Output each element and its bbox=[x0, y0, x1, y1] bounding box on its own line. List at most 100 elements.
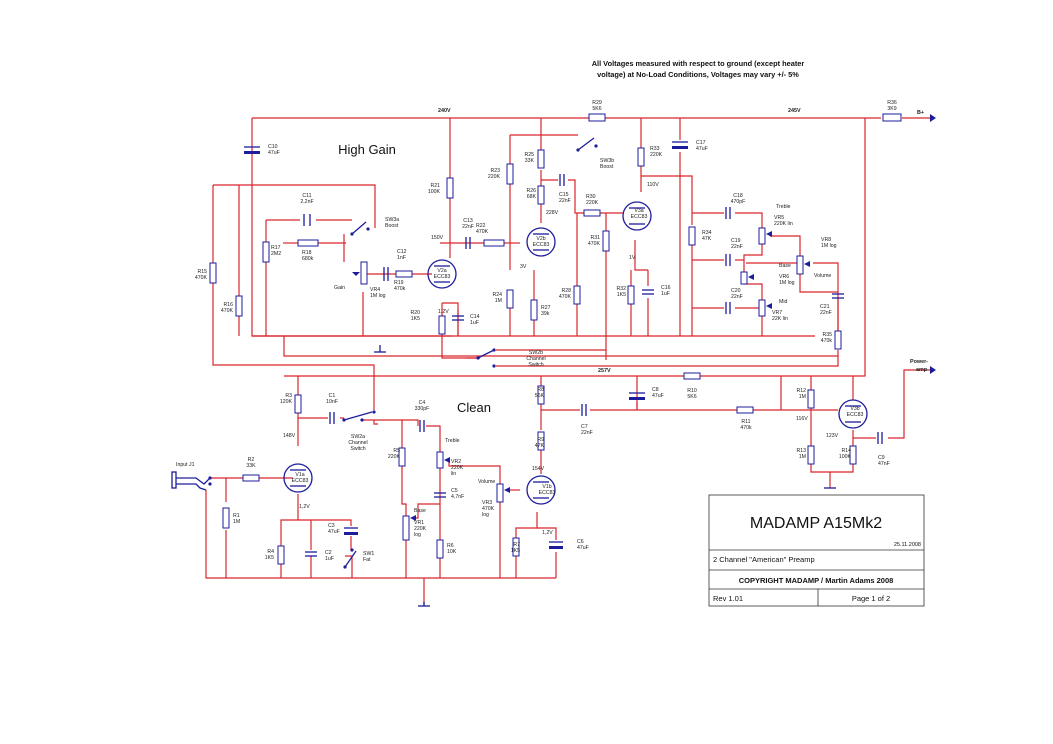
voltage-note-line1: All Voltages measured with respect to gr… bbox=[592, 59, 805, 68]
potentiometers bbox=[352, 227, 810, 541]
voltage-reading-5: 110V bbox=[647, 182, 659, 188]
voltage-reading-9: 154V bbox=[532, 466, 545, 472]
power-amp-label: Power-amp bbox=[910, 359, 928, 373]
voltage-reading-6: 1V bbox=[629, 255, 636, 261]
voltage-reading-1: 150V bbox=[431, 235, 444, 241]
electrolytic-capacitors bbox=[244, 141, 688, 549]
section-clean: Clean bbox=[457, 400, 491, 415]
pot-name-vr6: Base bbox=[779, 263, 791, 269]
resistors bbox=[209, 113, 902, 565]
pot-name-vr4: Gain bbox=[334, 285, 345, 291]
voltage-reading-8: 1,2V bbox=[299, 504, 310, 510]
input-label: Input J1 bbox=[176, 462, 195, 468]
title-block-subtitle: 2 Channel "American" Preamp bbox=[713, 555, 815, 564]
capacitors bbox=[303, 174, 883, 557]
rail-240v: 240V bbox=[438, 108, 451, 114]
voltage-reading-7: 148V bbox=[283, 433, 296, 439]
voltage-reading-12: 123V bbox=[826, 433, 839, 439]
section-high-gain: High Gain bbox=[338, 142, 396, 157]
voltage-reading-3: 228V bbox=[546, 210, 559, 216]
voltage-reading-11: 116V bbox=[796, 416, 808, 422]
tubes bbox=[283, 201, 868, 505]
ground-symbols bbox=[374, 345, 836, 607]
title-block: MADAMP A15Mk2 25.11.2008 2 Channel "Amer… bbox=[708, 494, 925, 607]
voltage-reading-4: 3V bbox=[520, 264, 527, 270]
title-block-copyright: COPYRIGHT MADAMP / Martin Adams 2008 bbox=[739, 576, 894, 585]
pot-name-vr3: Volume bbox=[478, 479, 495, 485]
title-block-page: Page 1 of 2 bbox=[852, 594, 890, 603]
rail-bplus: B+ bbox=[917, 110, 924, 116]
pot-name-vr5: Treble bbox=[776, 204, 791, 210]
title-block-title: MADAMP A15Mk2 bbox=[750, 515, 882, 532]
pot-name-vr1: Base bbox=[414, 508, 426, 514]
title-block-date: 25.11.2008 bbox=[894, 542, 921, 548]
bplus-arrow-icon bbox=[930, 114, 936, 122]
pot-name-vr8: Volume bbox=[814, 273, 831, 279]
